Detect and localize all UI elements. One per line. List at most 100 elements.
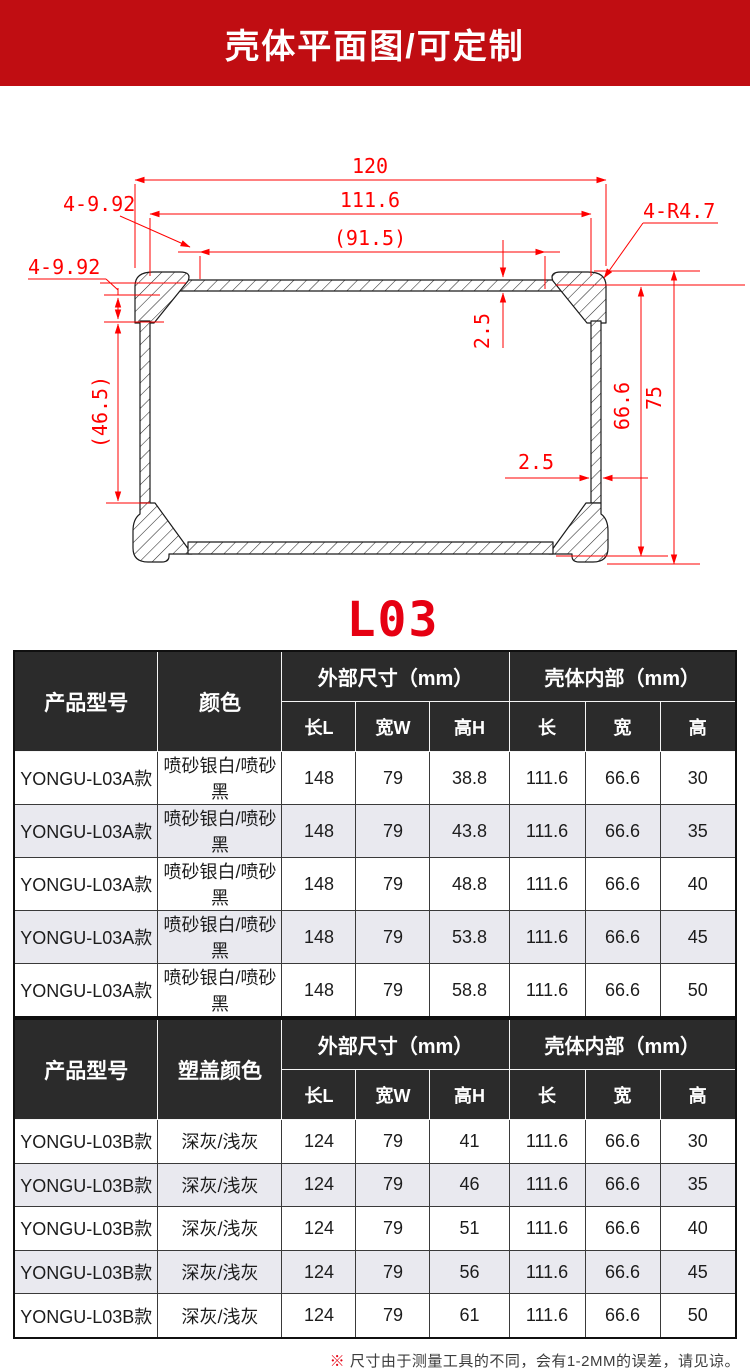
cell-inner-length: 111.6 <box>508 804 586 858</box>
table-row: YONGU-L03A款 喷砂银白/喷砂黑 148 79 43.8 111.6 6… <box>13 804 737 858</box>
cell-inner-length: 111.6 <box>508 963 586 1018</box>
cell-product: YONGU-L03A款 <box>13 804 159 858</box>
col-header-width-w: 宽W <box>355 701 431 752</box>
cell-color: 深灰/浅灰 <box>157 1162 283 1208</box>
cell-color: 喷砂银白/喷砂黑 <box>157 963 283 1018</box>
cell-inner-height: 40 <box>659 1206 737 1251</box>
col-header-color: 颜色 <box>157 650 283 752</box>
dim-ref-height: (46.5) <box>88 376 112 448</box>
tolerance-note: ※ 尺寸由于测量工具的不同，会有1-2MM的误差，请见谅。 <box>0 1350 750 1371</box>
cell-length: 124 <box>281 1206 357 1251</box>
col-header-product: 产品型号 <box>13 650 159 752</box>
cell-color: 喷砂银白/喷砂黑 <box>157 857 283 911</box>
col-header-inner-length: 长 <box>508 701 586 752</box>
cell-inner-width: 66.6 <box>584 910 661 964</box>
cell-inner-height: 30 <box>659 751 737 805</box>
cell-inner-length: 111.6 <box>508 857 586 911</box>
cell-width: 79 <box>355 1293 431 1339</box>
left-wall <box>139 320 151 504</box>
note-text: 尺寸由于测量工具的不同，会有1-2MM的误差，请见谅。 <box>349 1352 740 1370</box>
dim-outer-height: 75 <box>642 386 666 410</box>
dimension-lines <box>28 176 745 565</box>
table-row: YONGU-L03A款 喷砂银白/喷砂黑 148 79 48.8 111.6 6… <box>13 857 737 911</box>
cell-inner-length: 111.6 <box>508 1206 586 1251</box>
table-row: YONGU-L03A款 喷砂银白/喷砂黑 148 79 38.8 111.6 6… <box>13 751 737 805</box>
top-right-boss <box>551 271 607 324</box>
cell-length: 148 <box>281 751 357 805</box>
dim-corner-radius-label: 4-R4.7 <box>643 199 715 223</box>
cell-inner-height: 50 <box>659 963 737 1018</box>
dim-inner-width: 111.6 <box>340 188 400 212</box>
cell-length: 148 <box>281 804 357 858</box>
col-header-height-h: 高H <box>429 1069 510 1120</box>
page-title: 壳体平面图/可定制 <box>225 27 525 66</box>
col-group-internal: 壳体内部（mm） <box>508 650 737 702</box>
dim-inner-height: 66.6 <box>610 382 634 430</box>
col-group-external: 外部尺寸（mm） <box>281 1018 510 1070</box>
dim-ref-width: (91.5) <box>334 226 406 250</box>
header-banner: 壳体平面图/可定制 <box>0 0 750 86</box>
cell-length: 124 <box>281 1162 357 1208</box>
col-header-inner-height: 高 <box>659 1069 737 1120</box>
col-header-width-w: 宽W <box>355 1069 431 1120</box>
spec-table-l03a: 产品型号 颜色 外部尺寸（mm） 壳体内部（mm） 长L 宽W 高H 长 宽 高… <box>12 650 737 1018</box>
cell-height: 38.8 <box>429 751 510 805</box>
cell-width: 79 <box>355 963 431 1018</box>
col-header-inner-length: 长 <box>508 1069 586 1120</box>
cell-height: 53.8 <box>429 910 510 964</box>
cell-inner-height: 45 <box>659 910 737 964</box>
cell-product: YONGU-L03B款 <box>13 1119 159 1164</box>
cell-length: 148 <box>281 963 357 1018</box>
cell-inner-width: 66.6 <box>584 1119 661 1164</box>
cell-inner-width: 66.6 <box>584 963 661 1018</box>
table-row: YONGU-L03A款 喷砂银白/喷砂黑 148 79 53.8 111.6 6… <box>13 910 737 964</box>
dim-plate-thickness: 2.5 <box>470 313 494 349</box>
col-header-inner-height: 高 <box>659 701 737 752</box>
table-row: YONGU-L03A款 喷砂银白/喷砂黑 148 79 58.8 111.6 6… <box>13 963 737 1018</box>
col-header-inner-width: 宽 <box>584 1069 661 1120</box>
cell-length: 148 <box>281 910 357 964</box>
cell-color: 深灰/浅灰 <box>157 1293 283 1339</box>
dim-wall-thickness: 2.5 <box>518 450 554 474</box>
cell-inner-width: 66.6 <box>584 857 661 911</box>
col-group-external: 外部尺寸（mm） <box>281 650 510 702</box>
cell-height: 41 <box>429 1119 510 1164</box>
cell-length: 148 <box>281 857 357 911</box>
cell-width: 79 <box>355 1249 431 1295</box>
bottom-right-boss <box>548 502 609 563</box>
cell-inner-height: 35 <box>659 1162 737 1208</box>
cell-inner-height: 50 <box>659 1293 737 1339</box>
top-left-boss <box>134 271 190 324</box>
cell-product: YONGU-L03A款 <box>13 963 159 1018</box>
cell-width: 79 <box>355 1162 431 1208</box>
right-wall <box>590 320 602 504</box>
technical-drawing: 120 111.6 (91.5) 4-9.92 4-9.92 4-R4.7 2.… <box>0 86 750 650</box>
model-label: L03 <box>347 592 440 648</box>
top-plate <box>167 279 574 292</box>
cell-inner-width: 66.6 <box>584 751 661 805</box>
cell-height: 56 <box>429 1249 510 1295</box>
cell-width: 79 <box>355 1119 431 1164</box>
cell-color: 喷砂银白/喷砂黑 <box>157 910 283 964</box>
col-header-product: 产品型号 <box>13 1018 159 1120</box>
cell-product: YONGU-L03B款 <box>13 1162 159 1208</box>
cell-color: 深灰/浅灰 <box>157 1119 283 1164</box>
col-header-height-h: 高H <box>429 701 510 752</box>
dim-outer-width: 120 <box>352 154 388 178</box>
cell-color: 深灰/浅灰 <box>157 1206 283 1251</box>
cell-height: 58.8 <box>429 963 510 1018</box>
col-header-length-l: 长L <box>281 701 357 752</box>
cell-inner-width: 66.6 <box>584 804 661 858</box>
table-row: YONGU-L03B款 深灰/浅灰 124 79 56 111.6 66.6 4… <box>13 1249 737 1295</box>
dim-holes-left-label: 4-9.92 <box>28 255 100 279</box>
cell-inner-length: 111.6 <box>508 910 586 964</box>
cell-height: 51 <box>429 1206 510 1251</box>
table-row: YONGU-L03B款 深灰/浅灰 124 79 46 111.6 66.6 3… <box>13 1162 737 1208</box>
cell-inner-height: 40 <box>659 857 737 911</box>
cell-color: 喷砂银白/喷砂黑 <box>157 751 283 805</box>
cell-height: 43.8 <box>429 804 510 858</box>
cell-product: YONGU-L03A款 <box>13 751 159 805</box>
cell-inner-length: 111.6 <box>508 1293 586 1339</box>
cell-product: YONGU-L03B款 <box>13 1249 159 1295</box>
cell-length: 124 <box>281 1293 357 1339</box>
